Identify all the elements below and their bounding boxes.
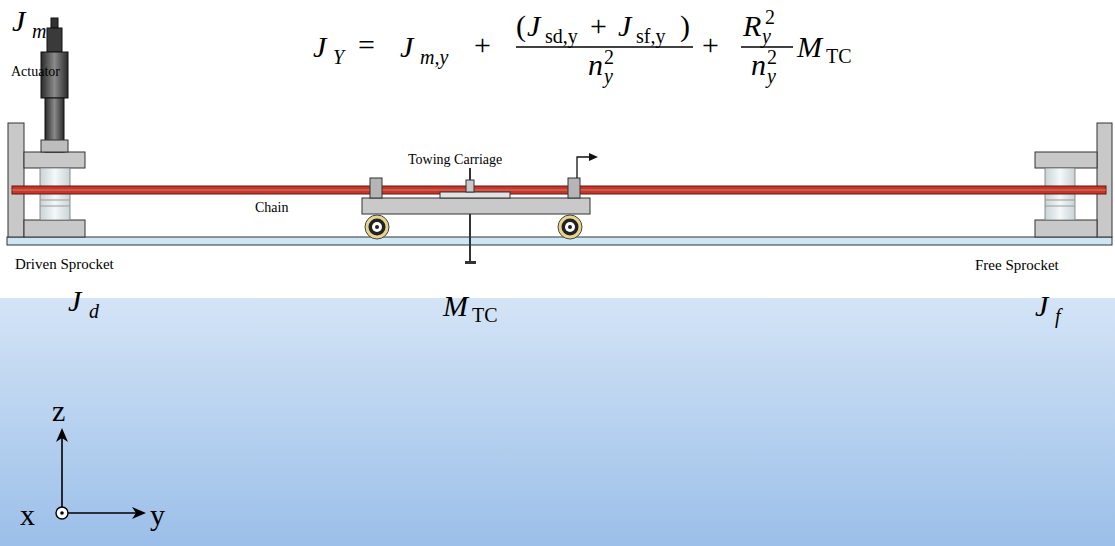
base-rail xyxy=(7,237,1112,245)
axis-label: x xyxy=(20,500,35,530)
formula-subscript: y xyxy=(767,66,776,86)
inertia-symbol: J xyxy=(1035,291,1048,321)
formula-subscript: TC xyxy=(826,46,852,66)
formula-subscript: Y xyxy=(333,47,344,67)
formula-symbol: J xyxy=(313,32,326,62)
towing-carriage xyxy=(362,153,598,264)
formula-subscript: y xyxy=(604,66,613,86)
formula-operator: + xyxy=(590,11,607,41)
formula-operator: + xyxy=(474,30,491,60)
wheel xyxy=(558,215,582,239)
formula-symbol: R xyxy=(743,11,761,41)
formula-bracket: ( xyxy=(516,11,526,41)
formula-symbol: n xyxy=(588,50,603,80)
formula-symbol: n xyxy=(751,50,766,80)
part-name: Driven Sprocket xyxy=(15,257,114,272)
inertia-symbol: J xyxy=(68,286,81,316)
right-frame xyxy=(1035,123,1112,237)
left-frame xyxy=(8,123,85,237)
formula-operator: = xyxy=(358,30,375,60)
inertia-symbol: J xyxy=(12,6,25,36)
formula-symbol: J xyxy=(527,11,540,41)
inertia-subscript: f xyxy=(1055,306,1061,326)
mass-subscript: TC xyxy=(472,305,498,325)
axis-label: z xyxy=(52,396,65,426)
part-name: Actuator xyxy=(11,65,60,79)
coordinate-axes xyxy=(56,428,146,519)
formula-subscript: sd,y xyxy=(545,26,578,46)
mass-symbol: M xyxy=(443,291,468,321)
formula-exponent: 2 xyxy=(767,47,777,67)
part-name: Free Sprocket xyxy=(975,258,1059,273)
formula-symbol: J xyxy=(400,32,413,62)
formula-subscript: y xyxy=(762,26,771,46)
part-name: Chain xyxy=(255,201,288,215)
chain xyxy=(12,186,1106,194)
part-name: Towing Carriage xyxy=(408,153,502,167)
formula-symbol: M xyxy=(797,32,822,62)
formula-exponent: 2 xyxy=(604,47,614,67)
water-tank xyxy=(0,298,1115,546)
inertia-subscript: d xyxy=(89,301,99,321)
formula-bracket: ) xyxy=(680,11,690,41)
formula-operator: + xyxy=(702,30,719,60)
inertia-subscript: m xyxy=(32,21,46,41)
formula-subscript: sf,y xyxy=(636,26,665,46)
formula-symbol: J xyxy=(618,11,631,41)
wheel xyxy=(365,215,389,239)
axis-label: y xyxy=(150,500,165,530)
formula-exponent: 2 xyxy=(765,7,775,27)
formula-subscript: m,y xyxy=(420,47,448,67)
